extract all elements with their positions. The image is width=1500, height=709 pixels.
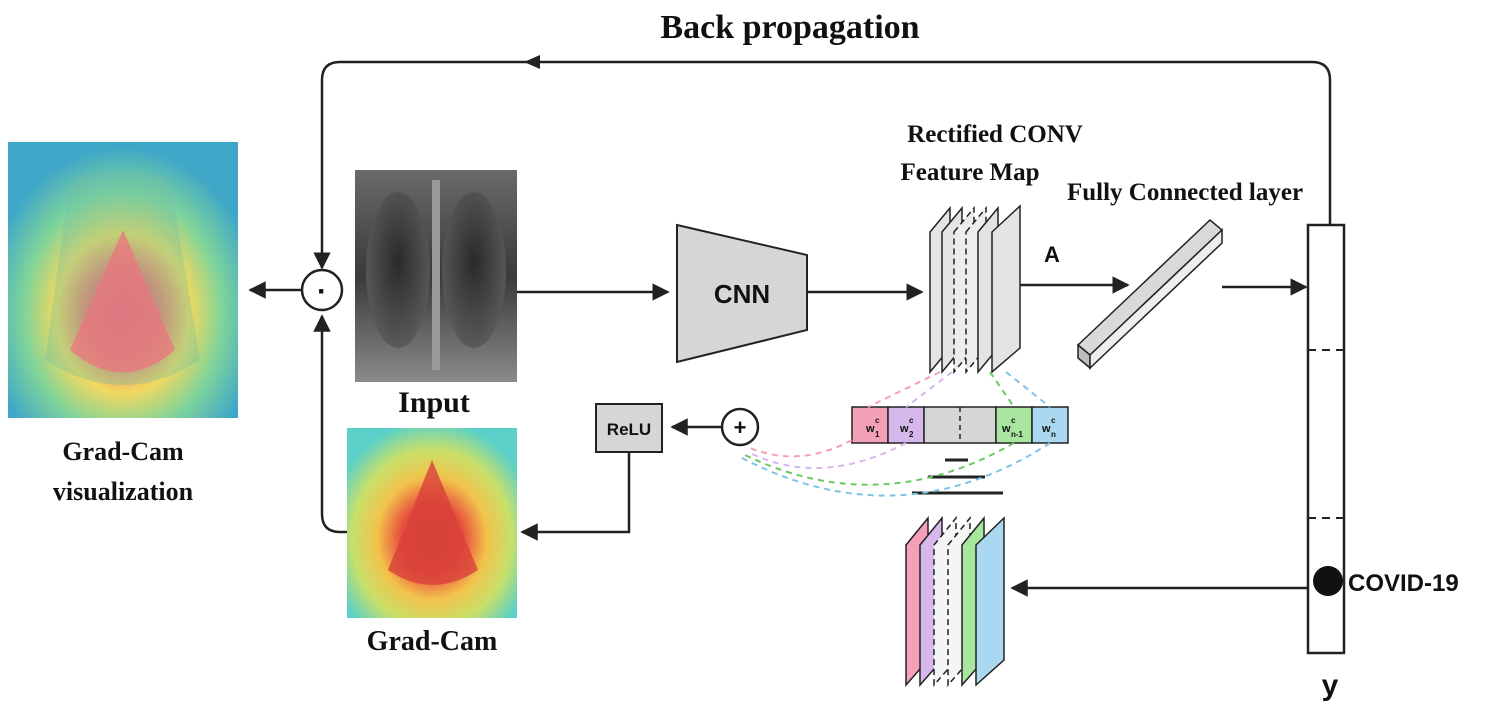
feature-weight-links (867, 371, 1051, 408)
input-xray-image (355, 170, 517, 382)
back-propagation-arrow (313, 60, 1332, 270)
gradcam-to-multiply-arrow (313, 314, 347, 534)
weight-wn1: w (1001, 423, 1011, 435)
grad-cam-label: Grad-Cam (367, 626, 498, 657)
covid-class-dot (1313, 566, 1343, 596)
fully-connected-bar (1076, 218, 1224, 370)
grad-cam-image (347, 428, 517, 618)
weight-w1-sup: c (875, 416, 880, 425)
activation-a-label: A (1044, 242, 1060, 267)
weight-w2: w (899, 423, 909, 435)
cnn-block (676, 223, 808, 364)
multiply-symbol: · (317, 275, 327, 308)
cnn-label: CNN (714, 279, 770, 309)
output-y-label: y (1322, 669, 1339, 702)
feature-map-stack (929, 204, 1021, 375)
grad-cam-visualization-image (8, 142, 238, 418)
weight-wn1-sup: c (1011, 416, 1016, 425)
back-propagation-label: Back propagation (660, 9, 919, 46)
weight-wn: w (1041, 423, 1051, 435)
weight-w2-sup: c (909, 416, 914, 425)
relu-label: ReLU (607, 420, 651, 439)
weight-vector (851, 406, 1069, 444)
weight-w2-sub: 2 (909, 430, 914, 439)
rectified-conv-line1: Rectified CONV (907, 121, 1083, 148)
back-propagation-arrowhead (524, 55, 540, 69)
weight-w1: w (865, 423, 875, 435)
rectified-conv-line2: Feature Map (900, 159, 1039, 186)
sum-symbol: + (734, 415, 747, 440)
relu-block (595, 403, 663, 453)
weight-wn1-sub: n-1 (1011, 430, 1024, 439)
grad-cam-visualization-line1: Grad-Cam (62, 437, 184, 466)
weight-wn-sup: c (1051, 416, 1056, 425)
input-label: Input (398, 386, 470, 419)
covid-label: COVID-19 (1348, 570, 1459, 597)
grad-cam-visualization-line2: visualization (53, 477, 194, 506)
fully-connected-label: Fully Connected layer (1067, 179, 1303, 206)
weight-wn-sub: n (1051, 430, 1056, 439)
gradient-feature-stack (905, 515, 1005, 687)
weight-w1-sub: 1 (875, 430, 880, 439)
weight-sum-links (741, 439, 1051, 497)
relu-to-gradcam-arrow (520, 452, 631, 541)
